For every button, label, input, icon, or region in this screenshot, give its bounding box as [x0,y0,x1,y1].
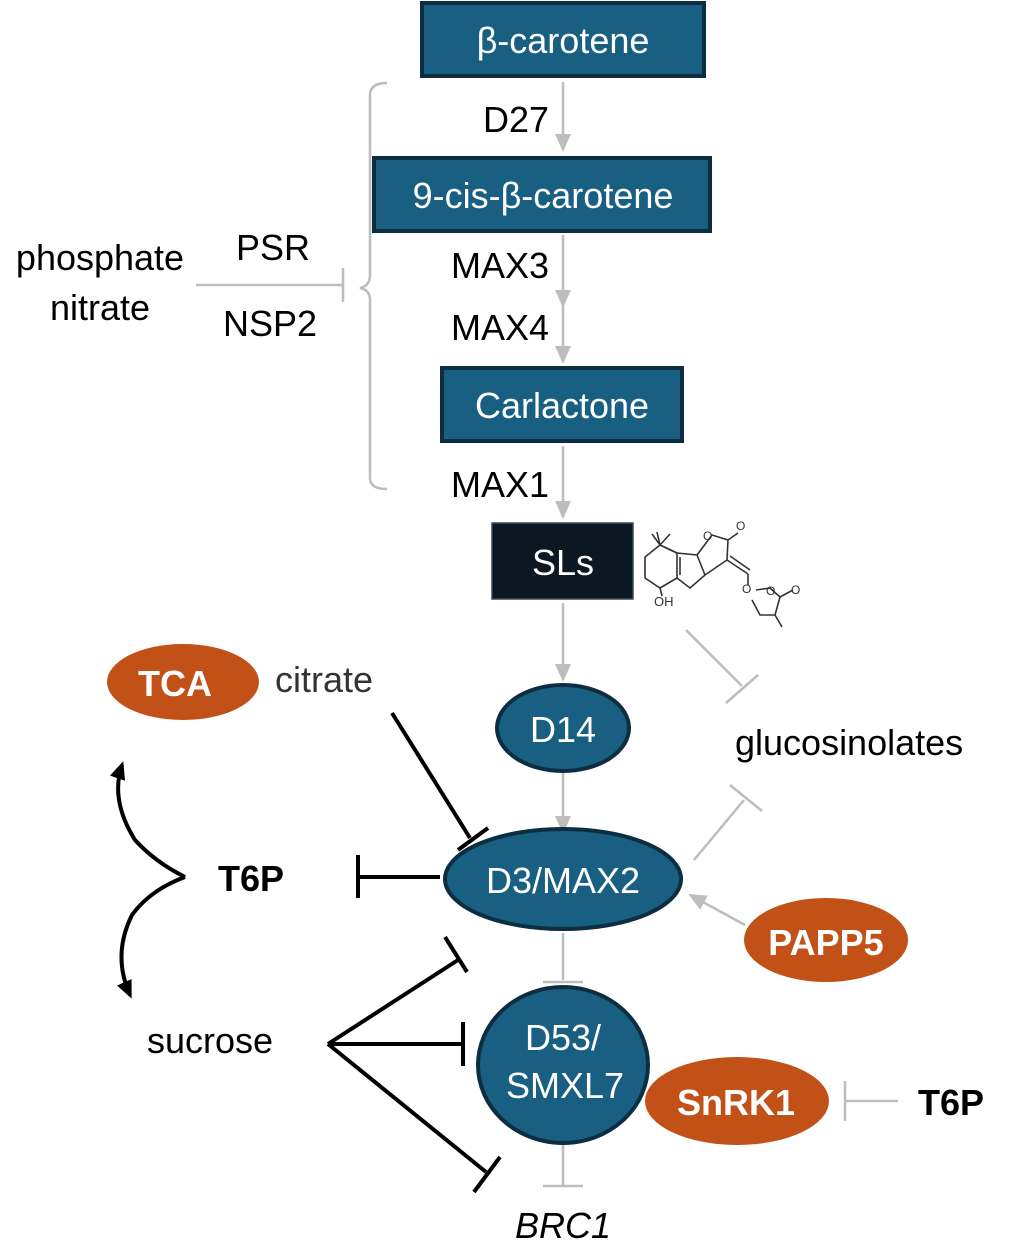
node-label: D14 [530,709,596,750]
inhibit-line-sls-glucosinolates [685,629,743,687]
inhibit-bar-sucrose-d3 [443,935,469,974]
inhibit-bar-citrate-d3 [456,826,490,852]
label-glucosinolates: glucosinolates [735,722,963,763]
label-t6p-right: T6P [918,1082,984,1123]
node-sls: SLs [491,522,634,600]
o-label: O [791,583,800,597]
inhibit-line-d3-glucosinolates [693,799,745,861]
node-label: Carlactone [475,385,649,426]
label-citrate: citrate [275,659,373,700]
node-label: β-carotene [477,20,650,61]
strigolactone-structure-icon [644,531,794,628]
node-papp5: PAPP5 [744,898,908,982]
o-label: O [766,584,775,598]
node-carlactone: Carlactone [440,366,684,443]
o-label: O [742,582,751,596]
arrow-t6p-to-tca [109,761,186,879]
enzyme-d27: D27 [483,99,549,140]
arrow-t6p-to-sucrose [116,875,186,999]
node-label: TCA [138,663,212,704]
node-beta-carotene: β-carotene [420,1,706,78]
regulator-phosphate: phosphate [16,237,184,278]
inhibit-line-sucrose-d3 [326,958,460,1046]
label-brc1: BRC1 [515,1205,611,1245]
node-snrk1: SnRK1 [645,1057,829,1145]
o-label: O [736,519,745,533]
node-9-cis-beta-carotene: 9-cis-β-carotene [372,156,712,233]
node-label: SnRK1 [677,1082,795,1123]
enzyme-max3: MAX3 [451,245,549,286]
inhibit-bar-sls-glucosinolates [725,674,759,704]
inhibit-bar-d3-glucosinolates [729,784,763,812]
o-label: O [703,529,712,543]
enzyme-max4: MAX4 [451,307,549,348]
node-label: 9-cis-β-carotene [413,175,674,216]
oh-label: OH [654,594,674,609]
inhibit-line-sucrose-brc1 [326,1042,488,1174]
arrow-papp5-to-d3 [688,893,746,927]
enzyme-bracket [359,81,388,491]
node-label: SLs [532,542,594,583]
inhibit-bar-sucrose-brc1 [472,1155,502,1194]
node-tca: TCA [107,644,259,720]
node-label: D3/MAX2 [486,860,640,901]
inhibit-line-citrate-d3 [390,711,472,840]
regulator-nsp2: NSP2 [223,303,317,344]
regulator-nitrate: nitrate [50,287,150,328]
regulator-psr: PSR [236,227,310,268]
enzyme-max1: MAX1 [451,464,549,505]
label-sucrose: sucrose [147,1020,273,1061]
node-d53-smxl7: D53/ SMXL7 [476,985,650,1145]
node-label: SMXL7 [506,1065,624,1106]
node-d14: D14 [495,683,631,773]
label-t6p-left: T6P [218,858,284,899]
node-d3-max2: D3/MAX2 [443,827,683,931]
node-label: PAPP5 [768,922,883,963]
node-label: D53/ [525,1017,601,1058]
